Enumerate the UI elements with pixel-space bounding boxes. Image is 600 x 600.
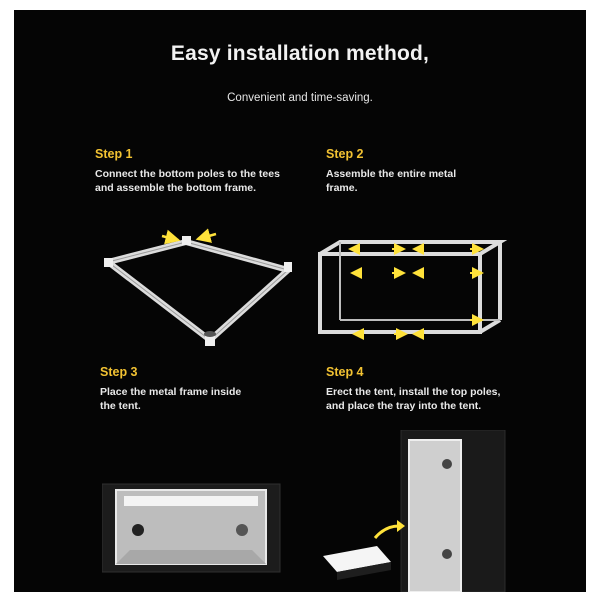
upright-tent-illustration xyxy=(323,430,506,592)
step-2-line-1: Assemble the entire metal xyxy=(326,168,457,180)
step-1-description: Connect the bottom poles to the tees and… xyxy=(95,167,310,195)
step-3-line-1: Place the metal frame inside xyxy=(100,386,242,398)
metal-frame-illustration xyxy=(318,240,508,340)
step-4-label: Step 4 xyxy=(326,365,364,379)
bottom-frame-illustration xyxy=(104,228,292,346)
step-2-label: Step 2 xyxy=(326,147,364,161)
step-3-line-2: the tent. xyxy=(100,400,141,412)
page-title: Easy installation method, xyxy=(170,42,430,65)
step-3-label: Step 3 xyxy=(100,365,138,379)
step-4-line-1: Erect the tent, install the top poles, xyxy=(326,386,501,398)
installation-guide-panel: Easy installation method, Convenient and… xyxy=(14,10,586,592)
page-subtitle: Convenient and time-saving. xyxy=(227,92,373,104)
step-4-description: Erect the tent, install the top poles, a… xyxy=(326,385,541,413)
tent-with-frame-illustration xyxy=(102,483,281,573)
step-1-line-2: and assemble the bottom frame. xyxy=(95,182,257,194)
step-2-description: Assemble the entire metal frame. xyxy=(326,167,541,195)
step-2-line-2: frame. xyxy=(326,182,358,194)
step-1-line-1: Connect the bottom poles to the tees xyxy=(95,168,280,180)
step-4-line-2: and place the tray into the tent. xyxy=(326,400,482,412)
step-1-label: Step 1 xyxy=(95,147,133,161)
step-3-description: Place the metal frame inside the tent. xyxy=(100,385,315,413)
